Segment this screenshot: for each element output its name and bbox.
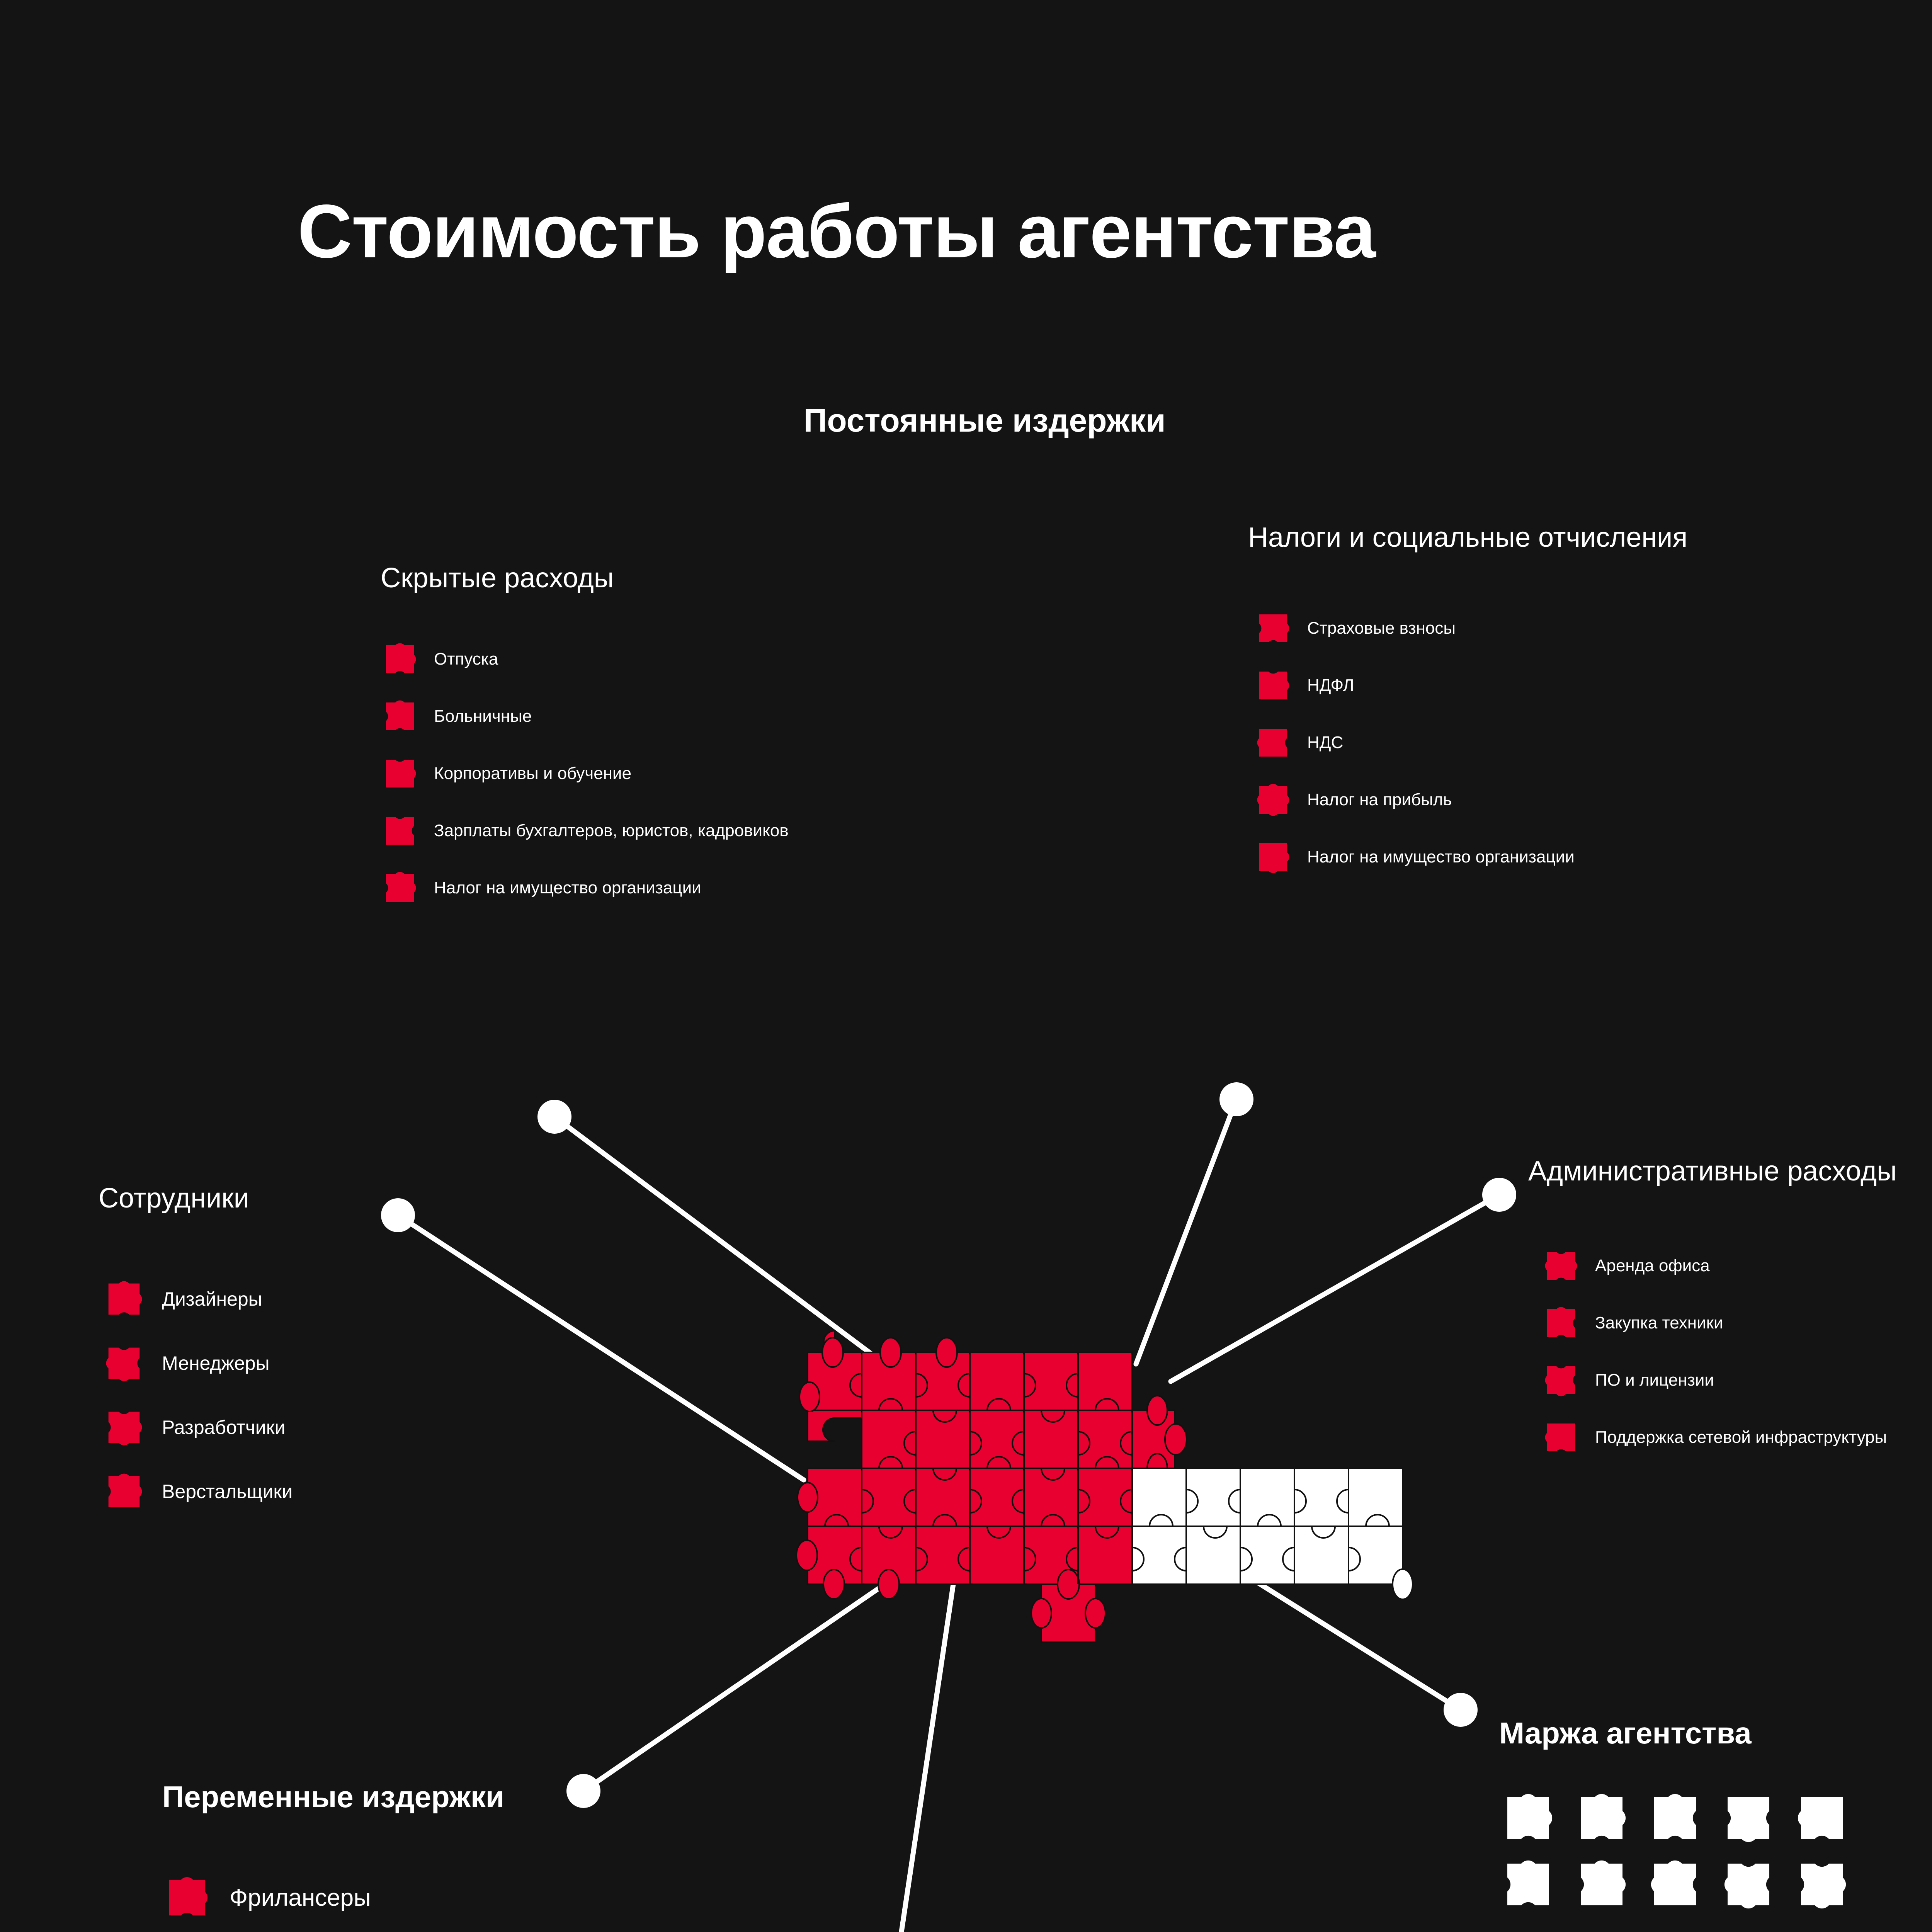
list-item-label: Корпоративы и обучение bbox=[434, 764, 632, 783]
list-item: Аренда офиса bbox=[1542, 1244, 1887, 1287]
list-item: Налог на имущество организации bbox=[1254, 835, 1575, 879]
puzzle-piece-icon bbox=[1724, 1864, 1769, 1909]
puzzle-piece-icon bbox=[1545, 1366, 1575, 1396]
list-item-label: НДФЛ bbox=[1307, 676, 1354, 695]
puzzle-piece-icon bbox=[108, 1473, 142, 1507]
puzzle-piece-icon bbox=[1801, 1864, 1846, 1909]
list-item-label: Больничные bbox=[434, 707, 532, 726]
list-item: НДФЛ bbox=[1254, 664, 1575, 707]
list-item: Закупка техники bbox=[1542, 1301, 1887, 1345]
puzzle-piece-icon bbox=[108, 1281, 142, 1315]
puzzle-piece-icon bbox=[1545, 1252, 1577, 1280]
list-item-label: Налог на имущество организации bbox=[1307, 847, 1575, 866]
list-taxes: Страховые взносы НДФЛ НДС Налог на прибы… bbox=[1254, 607, 1575, 893]
puzzle-piece-icon bbox=[386, 700, 414, 730]
list-admin: Аренда офиса Закупка техники ПО и лиценз… bbox=[1542, 1244, 1887, 1473]
page-title: Стоимость работы агентства bbox=[298, 189, 1376, 274]
puzzle-piece-icon bbox=[106, 1347, 140, 1381]
connector-dot-margin bbox=[1444, 1693, 1478, 1727]
puzzle-piece-icon bbox=[1547, 1307, 1575, 1337]
central-puzzle-assembly bbox=[796, 1330, 1413, 1643]
list-item: Зарплаты бухгалтеров, юристов, кадровико… bbox=[381, 809, 789, 852]
list-item: Корпоративы и обучение bbox=[381, 752, 789, 795]
puzzle-piece-icon bbox=[1581, 1794, 1626, 1839]
puzzle-seams bbox=[808, 1352, 1403, 1584]
puzzle-piece-icon bbox=[386, 872, 416, 902]
puzzle-piece-icon bbox=[1257, 784, 1289, 816]
list-item-label: ПО и лицензии bbox=[1595, 1371, 1714, 1389]
connector-dot-admin bbox=[1482, 1178, 1516, 1212]
list-item-label: Налог на имущество организации bbox=[434, 878, 701, 897]
puzzle-piece-icon bbox=[386, 817, 414, 845]
list-item-label: НДС bbox=[1307, 733, 1344, 752]
heading-margin: Маржа агентства bbox=[1499, 1716, 1752, 1750]
puzzle-piece-icon bbox=[1654, 1794, 1696, 1839]
connector-dot-hidden-costs bbox=[537, 1100, 571, 1134]
puzzle-piece-icon bbox=[1581, 1860, 1626, 1905]
heading-variable-costs: Переменные издержки bbox=[162, 1780, 504, 1814]
list-item: Налог на прибыль bbox=[1254, 778, 1575, 821]
list-item-label: Закупка техники bbox=[1595, 1313, 1723, 1332]
puzzle-piece-icon bbox=[1798, 1797, 1843, 1839]
puzzle-piece-icon bbox=[1507, 1860, 1549, 1905]
puzzle-piece-icon bbox=[386, 760, 416, 787]
list-item-label: Аренда офиса bbox=[1595, 1256, 1710, 1275]
puzzle-piece-icon bbox=[108, 1412, 142, 1446]
list-item: Фрилансеры bbox=[162, 1870, 390, 1925]
heading-taxes: Налоги и социальные отчисления bbox=[1248, 522, 1688, 553]
list-item-label: Менеджеры bbox=[162, 1352, 270, 1374]
list-item: Дизайнеры bbox=[102, 1275, 293, 1323]
puzzle-piece-icon bbox=[1259, 614, 1289, 642]
heading-employees: Сотрудники bbox=[99, 1183, 249, 1214]
list-item: Налог на имущество организации bbox=[381, 866, 789, 910]
puzzle-piece-icon bbox=[1651, 1860, 1696, 1905]
list-item: Разработчики bbox=[102, 1403, 293, 1451]
list-item: НДС bbox=[1254, 721, 1575, 764]
list-item: Поддержка сетевой инфраструктуры bbox=[1542, 1416, 1887, 1459]
heading-fixed-costs: Постоянные издержки bbox=[804, 402, 1166, 439]
list-item-label: Поддержка сетевой инфраструктуры bbox=[1595, 1428, 1887, 1447]
list-item: Отпуска bbox=[381, 638, 789, 681]
puzzle-block-white bbox=[1131, 1468, 1413, 1600]
list-item-label: Фрилансеры bbox=[230, 1884, 371, 1911]
puzzle-piece-icon bbox=[1259, 672, 1289, 699]
list-item: Менеджеры bbox=[102, 1339, 293, 1387]
puzzle-piece-icon bbox=[1545, 1423, 1575, 1451]
list-item: Верстальщики bbox=[102, 1468, 293, 1515]
list-variable-costs: Фрилансеры Доработки Командировки Маркет… bbox=[162, 1870, 390, 1932]
puzzle-piece-icon bbox=[1257, 729, 1287, 757]
list-item: ПО и лицензии bbox=[1542, 1359, 1887, 1402]
connector-dot-variable-costs bbox=[566, 1774, 600, 1808]
puzzle-piece-icon bbox=[169, 1877, 208, 1916]
list-item-label: Отпуска bbox=[434, 650, 498, 668]
list-item-label: Зарплаты бухгалтеров, юристов, кадровико… bbox=[434, 821, 789, 840]
puzzle-piece-icon bbox=[1507, 1794, 1553, 1839]
list-item: Страховые взносы bbox=[1254, 607, 1575, 650]
puzzle-piece-icon bbox=[1728, 1797, 1769, 1842]
list-item-label: Дизайнеры bbox=[162, 1288, 262, 1310]
list-hidden-costs: Отпуска Больничные Корпоративы и обучени… bbox=[381, 638, 789, 923]
list-item-label: Верстальщики bbox=[162, 1481, 293, 1502]
heading-hidden-costs: Скрытые расходы bbox=[381, 563, 614, 594]
connector-dot-employees bbox=[381, 1198, 415, 1232]
puzzle-piece-icon bbox=[386, 643, 416, 673]
margin-piece-grid bbox=[1499, 1789, 1851, 1913]
list-employees: Дизайнеры Менеджеры Разработчики Верстал… bbox=[102, 1275, 293, 1532]
connector-employees bbox=[395, 1213, 806, 1483]
list-item: Больничные bbox=[381, 695, 789, 738]
list-item-label: Налог на прибыль bbox=[1307, 790, 1452, 809]
puzzle-piece-icon bbox=[1259, 843, 1289, 873]
list-item-label: Страховые взносы bbox=[1307, 619, 1456, 638]
list-item-label: Разработчики bbox=[162, 1417, 286, 1438]
connector-dot-taxes bbox=[1219, 1082, 1253, 1116]
heading-admin: Административные расходы bbox=[1528, 1156, 1897, 1187]
puzzle-block-red bbox=[796, 1337, 1187, 1643]
